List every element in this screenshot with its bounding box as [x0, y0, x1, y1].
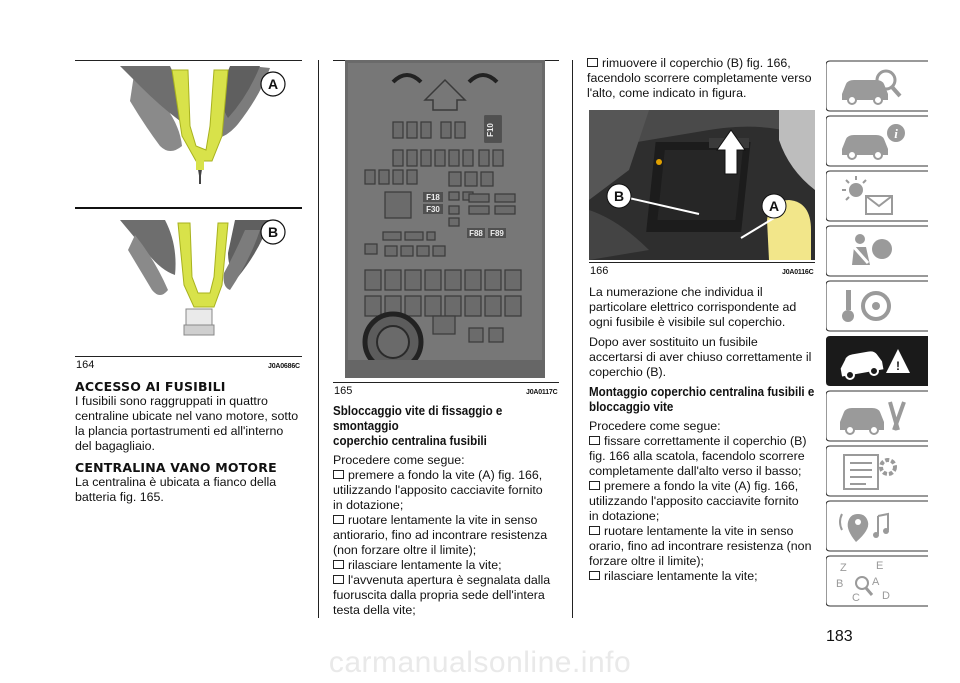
maintenance-icon: [825, 390, 928, 442]
car-knowledge-icon: [825, 60, 928, 112]
svg-text:i: i: [894, 126, 898, 141]
fig164-number: 164: [76, 359, 95, 371]
para-after-replace: Dopo aver sostituito un fusibile accerta…: [589, 335, 812, 379]
right-step-1: fissare correttamente il coperchio (B) f…: [589, 434, 807, 478]
index-icon: Z E B A C D: [825, 555, 928, 607]
svg-text:C: C: [852, 592, 860, 604]
heading-engine-unit: CENTRALINA VANO MOTORE: [75, 460, 277, 475]
right-intro: Procedere come segue:: [589, 419, 721, 433]
bullet-box-icon: [587, 58, 598, 67]
mid-intro: Procedere come segue:: [333, 453, 465, 467]
top-rule-left: [75, 60, 302, 61]
fig165-caption-rule: [333, 382, 559, 383]
mid-step-3: rilasciare lentamente la vite;: [333, 558, 573, 573]
fig166-code: J0A0116C: [782, 269, 814, 276]
right-step-3: ruotare lentamente la vite in senso orar…: [589, 524, 812, 568]
fig166-caption-rule: [589, 262, 815, 263]
fig164-divider: [75, 207, 302, 209]
para-engine: La centralina è ubicata a fianco della b…: [75, 475, 277, 504]
right-step-4: rilasciare lentamente la vite;: [589, 569, 829, 584]
bullet-box-icon: [333, 560, 344, 569]
multimedia-icon: [825, 500, 928, 552]
fuse-f10-label: F10: [486, 123, 495, 137]
figure-164-b: B: [110, 215, 300, 350]
svg-text:!: !: [896, 359, 900, 373]
tab-emergency[interactable]: !: [826, 335, 928, 387]
bullet-box-icon: [333, 575, 344, 584]
figure-164-a: A: [110, 66, 300, 206]
figure-166-engine-bay: B A: [589, 110, 815, 260]
svg-text:E: E: [876, 560, 883, 572]
tab-maintenance[interactable]: [825, 390, 928, 442]
figure-165-fuse-box: F10 F18 F30 F88 F89: [345, 60, 545, 378]
middle-text-column: Sbloccaggio vite di fissaggio e smontagg…: [333, 404, 573, 618]
svg-text:D: D: [882, 590, 890, 602]
fig164-caption-rule: [75, 356, 302, 357]
tab-safety[interactable]: [825, 225, 928, 277]
fig166-label-a: A: [769, 198, 779, 214]
bullet-box-icon: [589, 436, 600, 445]
mid-step-1: premere a fondo la vite (A) fig. 166, ut…: [333, 468, 543, 512]
right-text-column: La numerazione che individua il particol…: [589, 285, 829, 584]
tab-technical-data[interactable]: [825, 445, 928, 497]
heading-access-fuses: ACCESSO AI FUSIBILI: [75, 379, 226, 394]
mid-step-2: ruotare lentamente la vite in senso anti…: [333, 513, 548, 557]
fig166-label-b: B: [614, 188, 624, 204]
tab-index[interactable]: Z E B A C D: [825, 555, 928, 607]
driving-steering-icon: [825, 280, 928, 332]
svg-text:Z: Z: [840, 562, 847, 574]
bullet-box-icon: [589, 481, 600, 490]
svg-text:B: B: [836, 578, 843, 590]
para-access: I fusibili sono raggruppati in quattro c…: [75, 394, 299, 453]
tab-driving[interactable]: [825, 280, 928, 332]
right-top-step: rimuovere il coperchio (B) fig. 166, fac…: [587, 56, 812, 100]
fig166-number: 166: [590, 265, 609, 277]
bullet-box-icon: [589, 526, 600, 535]
fig165-number: 165: [334, 385, 353, 397]
page-number: 183: [826, 628, 853, 645]
heading-unlock-screw: Sbloccaggio vite di fissaggio e smontagg…: [333, 404, 503, 448]
fig164-code: J0A0686C: [268, 363, 300, 370]
car-info-icon: i: [825, 115, 928, 167]
right-step-2: premere a fondo la vite (A) fig. 166, ut…: [589, 479, 799, 523]
para-numbering: La numerazione che individua il particol…: [589, 285, 797, 329]
warning-lights-icon: [825, 170, 928, 222]
watermark-text: carmanualsonline.info: [328, 646, 632, 679]
tab-car-info[interactable]: i: [825, 115, 928, 167]
bullet-box-icon: [333, 515, 344, 524]
tab-warning-lights[interactable]: [825, 170, 928, 222]
fuse-f88-label: F88: [469, 229, 483, 238]
heading-mount-cover: Montaggio coperchio centralina fusibili …: [589, 385, 815, 414]
column-divider-1: [318, 60, 319, 618]
fuse-f18-label: F18: [426, 193, 440, 202]
fuse-f89-label: F89: [490, 229, 504, 238]
svg-text:A: A: [872, 576, 880, 588]
bullet-box-icon: [333, 470, 344, 479]
left-text-column: ACCESSO AI FUSIBILI I fusibili sono ragg…: [75, 379, 315, 505]
fig164-label-b: B: [268, 224, 278, 240]
tab-car-knowledge[interactable]: [825, 60, 928, 112]
technical-data-icon: [825, 445, 928, 497]
fig164-label-a: A: [268, 76, 278, 92]
emergency-icon: !: [826, 336, 928, 386]
fig165-code: J0A0117C: [526, 389, 558, 396]
mid-step-4: l'avvenuta apertura è segnalata dalla fu…: [333, 573, 551, 617]
column-divider-2: [572, 60, 573, 618]
bullet-box-icon: [589, 571, 600, 580]
fuse-f30-label: F30: [426, 205, 440, 214]
tab-multimedia[interactable]: [825, 500, 928, 552]
safety-airbag-icon: [825, 225, 928, 277]
